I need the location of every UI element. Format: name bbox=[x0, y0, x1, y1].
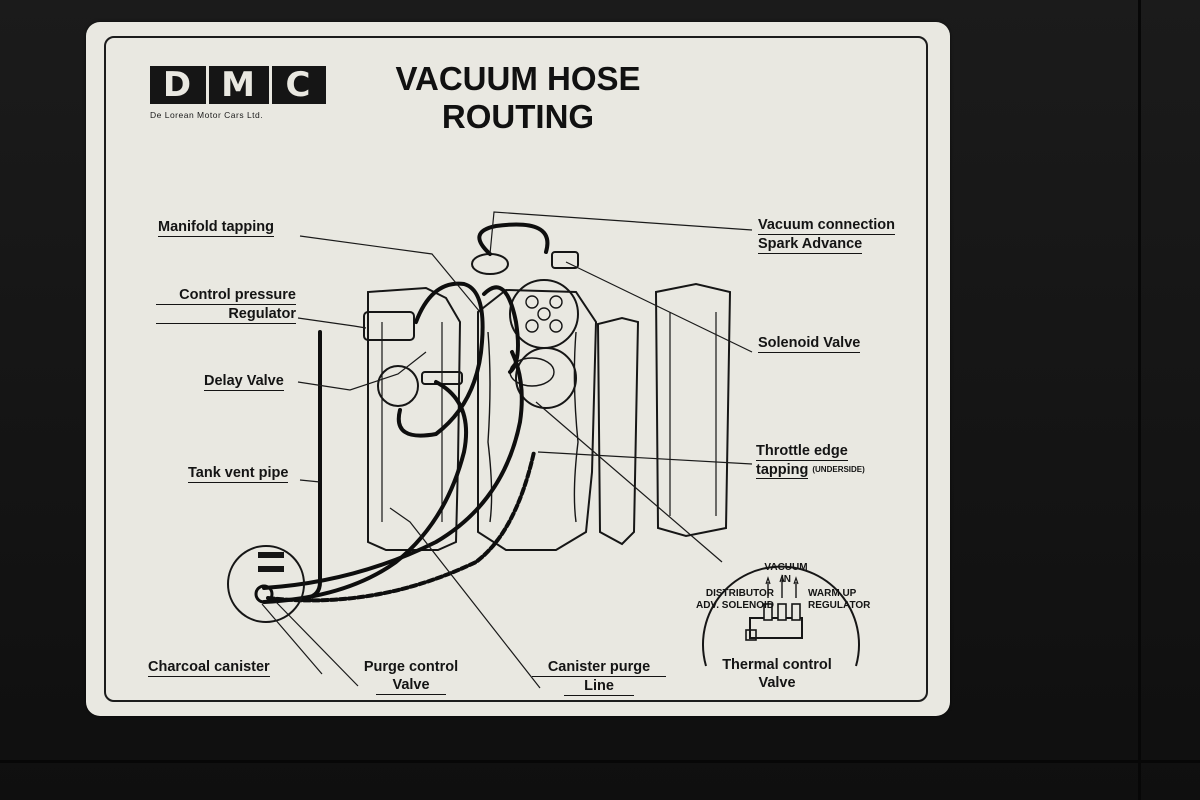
inset-distributor-line1: DISTRIBUTOR bbox=[705, 588, 774, 599]
vacuum-hose-sticker: D M C De Lorean Motor Cars Ltd. VACUUM H… bbox=[86, 22, 950, 716]
label-purge-control-line2: Valve bbox=[376, 676, 446, 695]
hose-canister-purge bbox=[262, 350, 524, 590]
sticker-border bbox=[104, 36, 928, 702]
label-vacuum-connection-line2: Spark Advance bbox=[758, 236, 863, 254]
label-canister-purge-line: Canister purge Line bbox=[532, 658, 666, 696]
label-thermal-control-line1: Thermal control bbox=[722, 657, 832, 673]
inset-warmup-line2: REGULATOR bbox=[808, 600, 871, 611]
sticker-title: VACUUM HOSE ROUTING bbox=[368, 60, 668, 136]
label-purge-control-line1: Purge control bbox=[363, 659, 459, 675]
hose-canister-long bbox=[262, 380, 469, 604]
logo-letter-m: M bbox=[209, 66, 269, 104]
dmc-logo: D M C De Lorean Motor Cars Ltd. bbox=[150, 66, 350, 120]
label-throttle-edge-note: (UNDERSIDE) bbox=[812, 465, 865, 475]
label-purge-control-valve: Purge control Valve bbox=[348, 658, 474, 695]
throttle-body bbox=[515, 347, 577, 409]
engine-diagram bbox=[227, 211, 860, 689]
label-thermal-control-valve: Thermal control Valve bbox=[702, 656, 852, 692]
engine-outline bbox=[363, 251, 732, 551]
company-name: De Lorean Motor Cars Ltd. bbox=[150, 110, 264, 120]
control-pressure-regulator-body bbox=[363, 311, 415, 341]
inset-label-warm-up-regulator: WARM UP REGULATOR bbox=[808, 588, 870, 612]
label-control-pressure-regulator: Control pressure Regulator bbox=[156, 286, 296, 324]
dmc-logo-mark: D M C bbox=[150, 66, 350, 104]
hose-throttle-edge bbox=[266, 450, 536, 603]
hose-manifold bbox=[396, 281, 485, 438]
label-vacuum-connection-line1: Vacuum connection bbox=[758, 217, 895, 235]
panel-seam-horizontal bbox=[0, 760, 1200, 763]
inset-label-vacuum-in: VACUUM IN bbox=[758, 562, 814, 586]
panel-seam-vertical bbox=[1138, 0, 1141, 800]
delay-valve-body bbox=[377, 365, 419, 407]
label-delay-valve: Delay Valve bbox=[204, 373, 284, 391]
label-throttle-edge-line2: tapping bbox=[756, 462, 809, 479]
label-canister-purge-line2: Line bbox=[564, 677, 634, 696]
title-line-2: ROUTING bbox=[441, 98, 595, 135]
thermal-control-inset bbox=[702, 565, 860, 667]
right-air-box bbox=[654, 282, 732, 538]
label-charcoal-canister: Charcoal canister bbox=[148, 659, 270, 677]
label-tank-vent-pipe: Tank vent pipe bbox=[188, 465, 289, 483]
logo-letter-c: C bbox=[272, 66, 326, 104]
label-manifold-tapping: Manifold tapping bbox=[158, 219, 274, 237]
label-solenoid-valve: Solenoid Valve bbox=[758, 335, 861, 353]
intake-plenum bbox=[477, 288, 598, 551]
label-vacuum-connection: Vacuum connection Spark Advance bbox=[758, 216, 895, 254]
label-throttle-edge-line1: Throttle edge bbox=[756, 443, 848, 461]
hose-distributor bbox=[477, 222, 550, 256]
vacuum-diaphragm bbox=[471, 253, 509, 275]
logo-letter-d: D bbox=[150, 66, 206, 104]
solenoid-valve-body bbox=[551, 251, 579, 269]
label-control-pressure-line2: Regulator bbox=[156, 305, 296, 324]
tank-vent-pipe bbox=[304, 330, 322, 600]
inset-warmup-line1: WARM UP bbox=[808, 588, 857, 599]
label-throttle-edge-line2-row: tapping(UNDERSIDE) bbox=[756, 461, 865, 479]
title-line-1: VACUUM HOSE bbox=[395, 60, 641, 97]
charcoal-canister-body bbox=[227, 545, 305, 623]
vacuum-hoses bbox=[262, 222, 550, 604]
leader-lines bbox=[261, 211, 753, 689]
right-cylinder-bank bbox=[596, 316, 640, 546]
inset-distributor-line2: ADV. SOLENOID bbox=[696, 600, 774, 611]
label-control-pressure-line1: Control pressure bbox=[156, 286, 296, 305]
label-throttle-edge-tapping: Throttle edge tapping(UNDERSIDE) bbox=[756, 442, 865, 479]
label-canister-purge-line1: Canister purge bbox=[532, 658, 666, 677]
inset-vacuum-line2: IN bbox=[781, 574, 791, 585]
label-thermal-control-line2: Valve bbox=[758, 675, 796, 691]
inset-vacuum-line1: VACUUM bbox=[764, 562, 808, 573]
inset-label-distributor: DISTRIBUTOR ADV. SOLENOID bbox=[682, 588, 774, 612]
